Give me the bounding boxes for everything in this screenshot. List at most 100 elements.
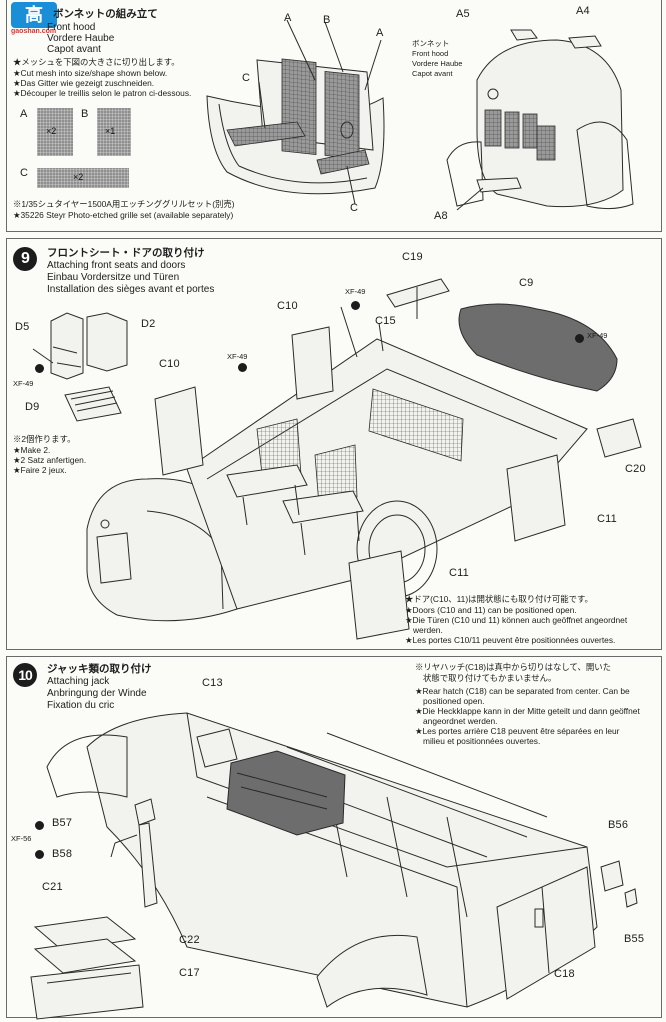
- part-c20: C20: [625, 463, 646, 475]
- step-9-panel: 9 フロントシート・ドアの取り付け Attaching front seats …: [6, 238, 662, 650]
- hatch-note-de-1: ★Die Heckklappe kann in der Mitte geteil…: [415, 706, 640, 716]
- door-note-jp: ★ドア(C10、11)は開状態にも取り付け可能です。: [405, 594, 593, 604]
- part-c21: C21: [42, 881, 63, 893]
- hatch-note-fr-1: ★Les portes arrière C18 peuvent être sép…: [415, 726, 620, 736]
- step-8-title-en: Front hood: [47, 22, 96, 33]
- mesh-b-count: ×1: [105, 126, 116, 136]
- step-9-title-fr: Installation des sièges avant et portes: [47, 284, 215, 295]
- part-b58: B58: [52, 848, 73, 860]
- part-b55: B55: [624, 933, 645, 945]
- door-note-de: ★Die Türen (C10 und 11) können auch geöf…: [405, 615, 628, 625]
- mesh-b-label: B: [81, 108, 89, 120]
- step-10-panel: 10 ジャッキ類の取り付け Attaching jack Anbringung …: [6, 656, 662, 1020]
- part-c10-top: C10: [277, 300, 298, 312]
- paint-xf56: XF-56: [11, 834, 32, 843]
- hood-callout-de: Vordere Haube: [412, 59, 463, 68]
- mesh-c-count: ×2: [73, 172, 84, 182]
- step-10-title-de: Anbringung der Winde: [47, 688, 147, 699]
- front-hood-diagram: [446, 29, 634, 211]
- part-c15: C15: [375, 315, 396, 327]
- paint-xf49-c9: XF-49: [587, 331, 608, 340]
- hatch-note-de-2: angeordnet werden.: [423, 716, 498, 726]
- paint-xf49-seat-top: XF-49: [227, 352, 248, 361]
- hood-part-a8: A8: [434, 210, 448, 222]
- hatch-note-en-2: positioned open.: [423, 696, 485, 706]
- hatch-note-jp-1: ※リヤハッチ(C18)は真中から切りはなして、開いた: [415, 662, 611, 672]
- mesh-note-de: ★Das Gitter wie gezeigt zuschneiden.: [13, 78, 155, 88]
- hood-part-b-top: B: [323, 14, 331, 26]
- hood-part-a-top: A: [284, 12, 292, 24]
- step-10-title-en: Attaching jack: [47, 676, 110, 687]
- step-10-title-fr: Fixation du cric: [47, 700, 115, 711]
- step-10-header: ジャッキ類の取り付け: [47, 663, 152, 675]
- door-note-en: ★Doors (C10 and 11) can be positioned op…: [405, 605, 577, 615]
- mesh-note-fr: ★Découper le treillis selon le patron ci…: [13, 88, 192, 98]
- step-8-panel: 高 gaoshan.com ボンネットの組み立て Front hood Vord…: [6, 0, 662, 232]
- hood-part-a4: A4: [576, 5, 590, 17]
- paint-dot-4: [575, 334, 584, 343]
- seat-subassembly-diagram: [32, 312, 128, 422]
- grille-footnote-jp: ※1/35シュタイヤー1500A用エッチンググリルセット(別売): [13, 199, 235, 209]
- hatch-note-fr-2: milieu et positionnées ouvertes.: [423, 736, 541, 746]
- step-10-number: 10: [13, 663, 37, 687]
- part-b57: B57: [52, 817, 73, 829]
- paint-xf49-c15: XF-49: [345, 287, 366, 296]
- paint-dot-5: [35, 821, 44, 830]
- step-8-title-fr: Capot avant: [47, 44, 101, 55]
- step-9-title-de: Einbau Vordersitze und Türen: [47, 272, 180, 283]
- part-c11-bottom: C11: [449, 567, 469, 579]
- step-8-title-de: Vordere Haube: [47, 33, 115, 44]
- hood-callout-fr: Capot avant: [412, 69, 453, 78]
- mesh-b-pattern: ×1: [97, 108, 131, 156]
- part-b56: B56: [608, 819, 629, 831]
- mesh-a-pattern: ×2: [37, 108, 73, 156]
- part-d2: D2: [141, 318, 156, 330]
- hood-callout-en: Front hood: [412, 49, 449, 58]
- watermark-logo-mark: 高: [11, 2, 57, 28]
- step-9-title-en: Attaching front seats and doors: [47, 260, 186, 271]
- part-c18: C18: [554, 968, 575, 980]
- hood-callout-jp: ボンネット: [412, 39, 450, 48]
- make2-jp: ※2個作ります。: [13, 434, 76, 444]
- step-9-number: 9: [13, 247, 37, 271]
- part-c22: C22: [179, 934, 200, 946]
- step-9-header: フロントシート・ドアの取り付け: [47, 247, 205, 259]
- make2-fr: ★Faire 2 jeux.: [13, 465, 67, 475]
- part-d9: D9: [25, 401, 40, 413]
- mesh-a-label: A: [20, 108, 28, 120]
- part-c13: C13: [202, 677, 223, 689]
- step-8-header: ボンネットの組み立て: [53, 8, 158, 20]
- paint-dot-1: [35, 364, 44, 373]
- part-c17: C17: [179, 967, 200, 979]
- paint-dot-6: [35, 850, 44, 859]
- door-note-de-2: werden.: [413, 625, 443, 635]
- watermark-url: gaoshan.com: [11, 28, 57, 35]
- vehicle-body-seats-doors-diagram: [86, 278, 642, 640]
- hood-interior-diagram: [206, 19, 385, 205]
- hood-part-c-left: C: [242, 72, 251, 84]
- part-c10-left: C10: [159, 358, 180, 370]
- make2-en: ★Make 2.: [13, 445, 51, 455]
- paint-dot-3: [238, 363, 247, 372]
- mesh-note-jp: ★メッシュを下図の大きさに切り出します。: [13, 57, 180, 67]
- mesh-c-label: C: [20, 167, 29, 179]
- part-c19: C19: [402, 251, 423, 263]
- part-d5: D5: [15, 321, 30, 333]
- hatch-note-en-1: ★Rear hatch (C18) can be separated from …: [415, 686, 630, 696]
- watermark-logo: 高 gaoshan.com: [11, 2, 57, 35]
- mesh-a-count: ×2: [46, 126, 57, 136]
- part-c9: C9: [519, 277, 534, 289]
- paint-dot-2: [351, 301, 360, 310]
- make2-de: ★2 Satz anfertigen.: [13, 455, 87, 465]
- grille-footnote-en: ★35226 Steyr Photo-etched grille set (av…: [13, 210, 234, 220]
- hatch-note-jp-2: 状態で取り付けてもかまいません。: [423, 673, 557, 683]
- mesh-c-pattern: ×2: [37, 168, 129, 188]
- part-c11-right: C11: [597, 513, 617, 525]
- hood-part-a5: A5: [456, 8, 470, 20]
- mesh-note-en: ★Cut mesh into size/shape shown below.: [13, 68, 168, 78]
- hood-part-c-bottom: C: [350, 202, 359, 214]
- hood-part-a-right: A: [376, 27, 384, 39]
- vehicle-chassis-jack-diagram: [30, 712, 638, 1020]
- door-note-fr: ★Les portes C10/11 peuvent être position…: [405, 635, 616, 645]
- paint-xf49-seat: XF-49: [13, 379, 34, 388]
